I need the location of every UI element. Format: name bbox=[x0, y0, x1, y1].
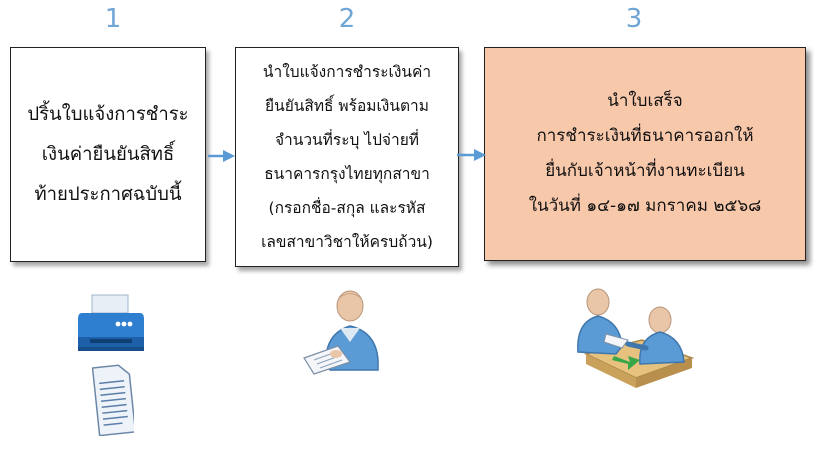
handing-document-icon bbox=[577, 288, 695, 388]
step-1-line: เงินค่ายืนยันสิทธิ์ bbox=[41, 143, 175, 165]
step-2-line: ธนาคารกรุงไทยทุกสาขา bbox=[264, 165, 430, 183]
arrow-1-to-2-icon bbox=[208, 150, 235, 162]
step-2-line: (กรอกชื่อ-สกุล และรหัส bbox=[268, 199, 426, 217]
step-3-line: การชำระเงินที่ธนาคารออกให้ bbox=[536, 126, 754, 146]
step-2-line: นำใบแจ้งการชำระเงินค่า bbox=[262, 63, 432, 81]
step-2-line: ยืนยันสิทธิ์ พร้อมเงินตาม bbox=[265, 97, 429, 115]
printer-icon bbox=[78, 294, 144, 351]
step-3-line: นำใบเสร็จ bbox=[607, 91, 683, 111]
step-1-line: ปริ้นใบแจ้งการชำระ bbox=[27, 103, 189, 125]
step-1-line: ท้ายประกาศฉบับนี้ bbox=[34, 183, 182, 205]
step-1-number: 1 bbox=[104, 4, 122, 34]
step-2-box: นำใบแจ้งการชำระเงินค่า ยืนยันสิทธิ์ พร้อ… bbox=[235, 47, 459, 267]
step-3-line: ในวันที่ ๑๔-๑๗ มกราคม ๒๕๖๘ bbox=[528, 196, 762, 216]
document-icon bbox=[92, 364, 134, 436]
step-2-line: จำนวนที่ระบุ ไปจ่ายที่ bbox=[274, 131, 420, 149]
step-1-box: ปริ้นใบแจ้งการชำระ เงินค่ายืนยันสิทธิ์ ท… bbox=[10, 47, 206, 262]
step-2-line: เลขสาขาวิชาให้ครบถ้วน) bbox=[261, 233, 433, 251]
arrow-2-to-3-icon bbox=[457, 149, 486, 161]
step-3-number: 3 bbox=[625, 4, 643, 34]
step-2-number: 2 bbox=[338, 4, 356, 34]
step-3-line: ยื่นกับเจ้าหน้าที่งานทะเบียน bbox=[545, 161, 745, 181]
person-with-document-icon bbox=[303, 290, 379, 375]
step-3-box: นำใบเสร็จ การชำระเงินที่ธนาคารออกให้ ยื่… bbox=[484, 47, 806, 261]
